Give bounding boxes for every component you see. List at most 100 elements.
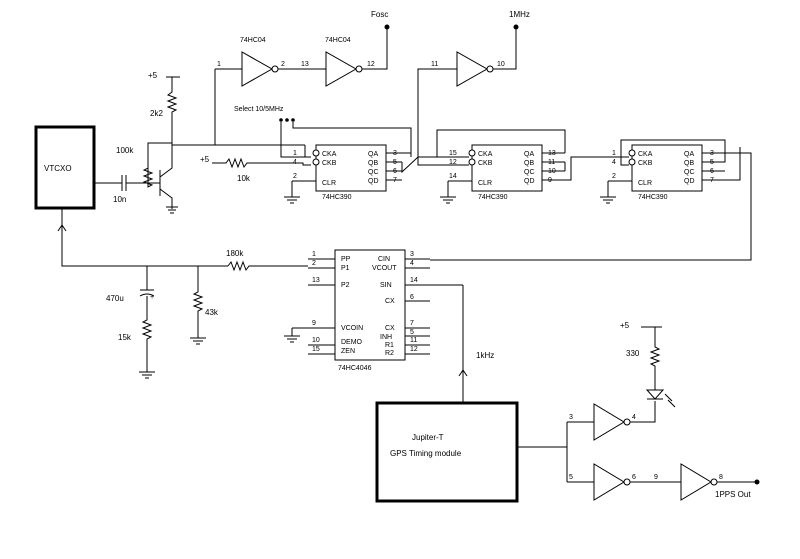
inverter-gate bbox=[593, 403, 625, 441]
inverter-part-label: 74HC04 bbox=[240, 37, 266, 44]
pin-number: 4 bbox=[293, 159, 297, 166]
resistor-value: 2k2 bbox=[150, 109, 163, 118]
pin-name: SIN bbox=[380, 282, 392, 289]
pin-name: CX bbox=[385, 325, 395, 332]
pin-name: QA bbox=[368, 151, 378, 158]
ic-part-label: 74HC390 bbox=[322, 194, 352, 201]
vtcxo-label: VTCXO bbox=[44, 164, 72, 173]
inverter-bubble bbox=[623, 418, 631, 426]
pin-number: 10 bbox=[312, 337, 320, 344]
ground-symbol bbox=[139, 371, 155, 379]
pin-number: 5 bbox=[410, 329, 414, 336]
pps-output-label: 1PPS Out bbox=[715, 490, 751, 499]
pin-name: ZEN bbox=[341, 348, 355, 355]
resistor-value: 180k bbox=[226, 249, 244, 258]
resistor-value: 100k bbox=[116, 146, 134, 155]
supply-label: +5 bbox=[148, 71, 158, 80]
resistor-10k bbox=[212, 157, 311, 169]
inverter-bubble bbox=[486, 65, 494, 73]
pin-name: CKB bbox=[478, 160, 493, 167]
pin-name: VCOIN bbox=[341, 325, 363, 332]
polarity-mark: + bbox=[150, 294, 154, 301]
capacitor-value: 10n bbox=[113, 195, 126, 204]
resistor-180k bbox=[227, 260, 308, 272]
counter-ic-u2 bbox=[471, 144, 543, 192]
pin-name: CLR bbox=[322, 180, 336, 187]
pin-name: DEMO bbox=[341, 339, 363, 346]
inverter-gate bbox=[593, 463, 625, 501]
pin-number: 7 bbox=[410, 320, 414, 327]
mhz-label: 1MHz bbox=[509, 10, 530, 19]
inverter-bubble bbox=[271, 65, 279, 73]
pin-number: 4 bbox=[410, 260, 414, 267]
pin-number: 13 bbox=[312, 277, 320, 284]
resistor-100k bbox=[142, 142, 172, 188]
arrow-up bbox=[458, 369, 468, 377]
pin-name: QC bbox=[524, 169, 535, 176]
pin-name: QC bbox=[684, 169, 695, 176]
pin-number: 3 bbox=[410, 251, 414, 258]
pin-name: CLR bbox=[478, 180, 492, 187]
inverter-bubble bbox=[623, 478, 631, 486]
pin-number: 2 bbox=[293, 173, 297, 180]
pin-name: CX bbox=[385, 298, 395, 305]
fosc-label: Fosc bbox=[371, 10, 388, 19]
pin-name: R2 bbox=[385, 350, 394, 357]
pin-name: CLR bbox=[638, 180, 652, 187]
pin-name: CKB bbox=[638, 160, 653, 167]
pin-name: CKB bbox=[322, 160, 337, 167]
pin-name: PP bbox=[341, 256, 351, 263]
pin-number: 10 bbox=[497, 61, 505, 68]
pin-name: QB bbox=[524, 160, 534, 167]
pin-name: QD bbox=[368, 178, 379, 185]
ic-part-label: 74HC390 bbox=[478, 194, 508, 201]
inverter-bubble bbox=[355, 65, 363, 73]
ic-part-label: 74HC4046 bbox=[338, 365, 372, 372]
pin-number: 1 bbox=[293, 150, 297, 157]
electrolytic-capacitor bbox=[139, 289, 155, 297]
pin-number: 1 bbox=[612, 150, 616, 157]
resistor-330 bbox=[649, 327, 661, 378]
ground-symbol bbox=[600, 181, 616, 204]
inverter-gate bbox=[325, 51, 358, 87]
pin-number: 14 bbox=[449, 173, 457, 180]
pin-number: 15 bbox=[312, 346, 320, 353]
led-emission-arrows bbox=[664, 393, 676, 408]
status-led bbox=[645, 389, 665, 400]
pin-name: QB bbox=[684, 160, 694, 167]
pin-number: 4 bbox=[632, 414, 636, 421]
capacitor-value: 470u bbox=[106, 294, 124, 303]
ground-symbol bbox=[440, 181, 456, 204]
pin-number: 9 bbox=[312, 320, 316, 327]
pll-ic bbox=[334, 249, 406, 361]
pin-number: 5 bbox=[569, 474, 573, 481]
pin-number: 15 bbox=[449, 150, 457, 157]
pin-number: 12 bbox=[367, 61, 375, 68]
inverter-gate bbox=[456, 51, 489, 87]
gps-title: Jupiter-T bbox=[412, 433, 444, 442]
ground-symbol bbox=[284, 181, 300, 204]
ground-symbol bbox=[284, 327, 308, 343]
pin-number: 6 bbox=[632, 474, 636, 481]
resistor-2k2 bbox=[166, 77, 178, 145]
pin-number: 8 bbox=[719, 474, 723, 481]
pps-output-terminal bbox=[754, 479, 760, 485]
pin-number: 2 bbox=[612, 173, 616, 180]
inverter-gate bbox=[680, 463, 712, 501]
resistor-value: 10k bbox=[237, 174, 251, 183]
pin-name: CKA bbox=[322, 151, 337, 158]
arrow-up bbox=[57, 224, 67, 232]
pin-name: CKA bbox=[638, 151, 653, 158]
pin-number: 11 bbox=[410, 337, 417, 344]
pin-name: P2 bbox=[341, 282, 350, 289]
pin-name: QC bbox=[368, 169, 379, 176]
pin-name: QD bbox=[684, 178, 695, 185]
pin-name: R1 bbox=[385, 342, 394, 349]
pin-name: CIN bbox=[378, 256, 390, 263]
coupling-capacitor bbox=[121, 175, 127, 191]
pin-number: 12 bbox=[410, 346, 418, 353]
resistor-43k bbox=[192, 266, 204, 338]
pin-number: 6 bbox=[410, 294, 414, 301]
resistor-value: 15k bbox=[118, 333, 132, 342]
